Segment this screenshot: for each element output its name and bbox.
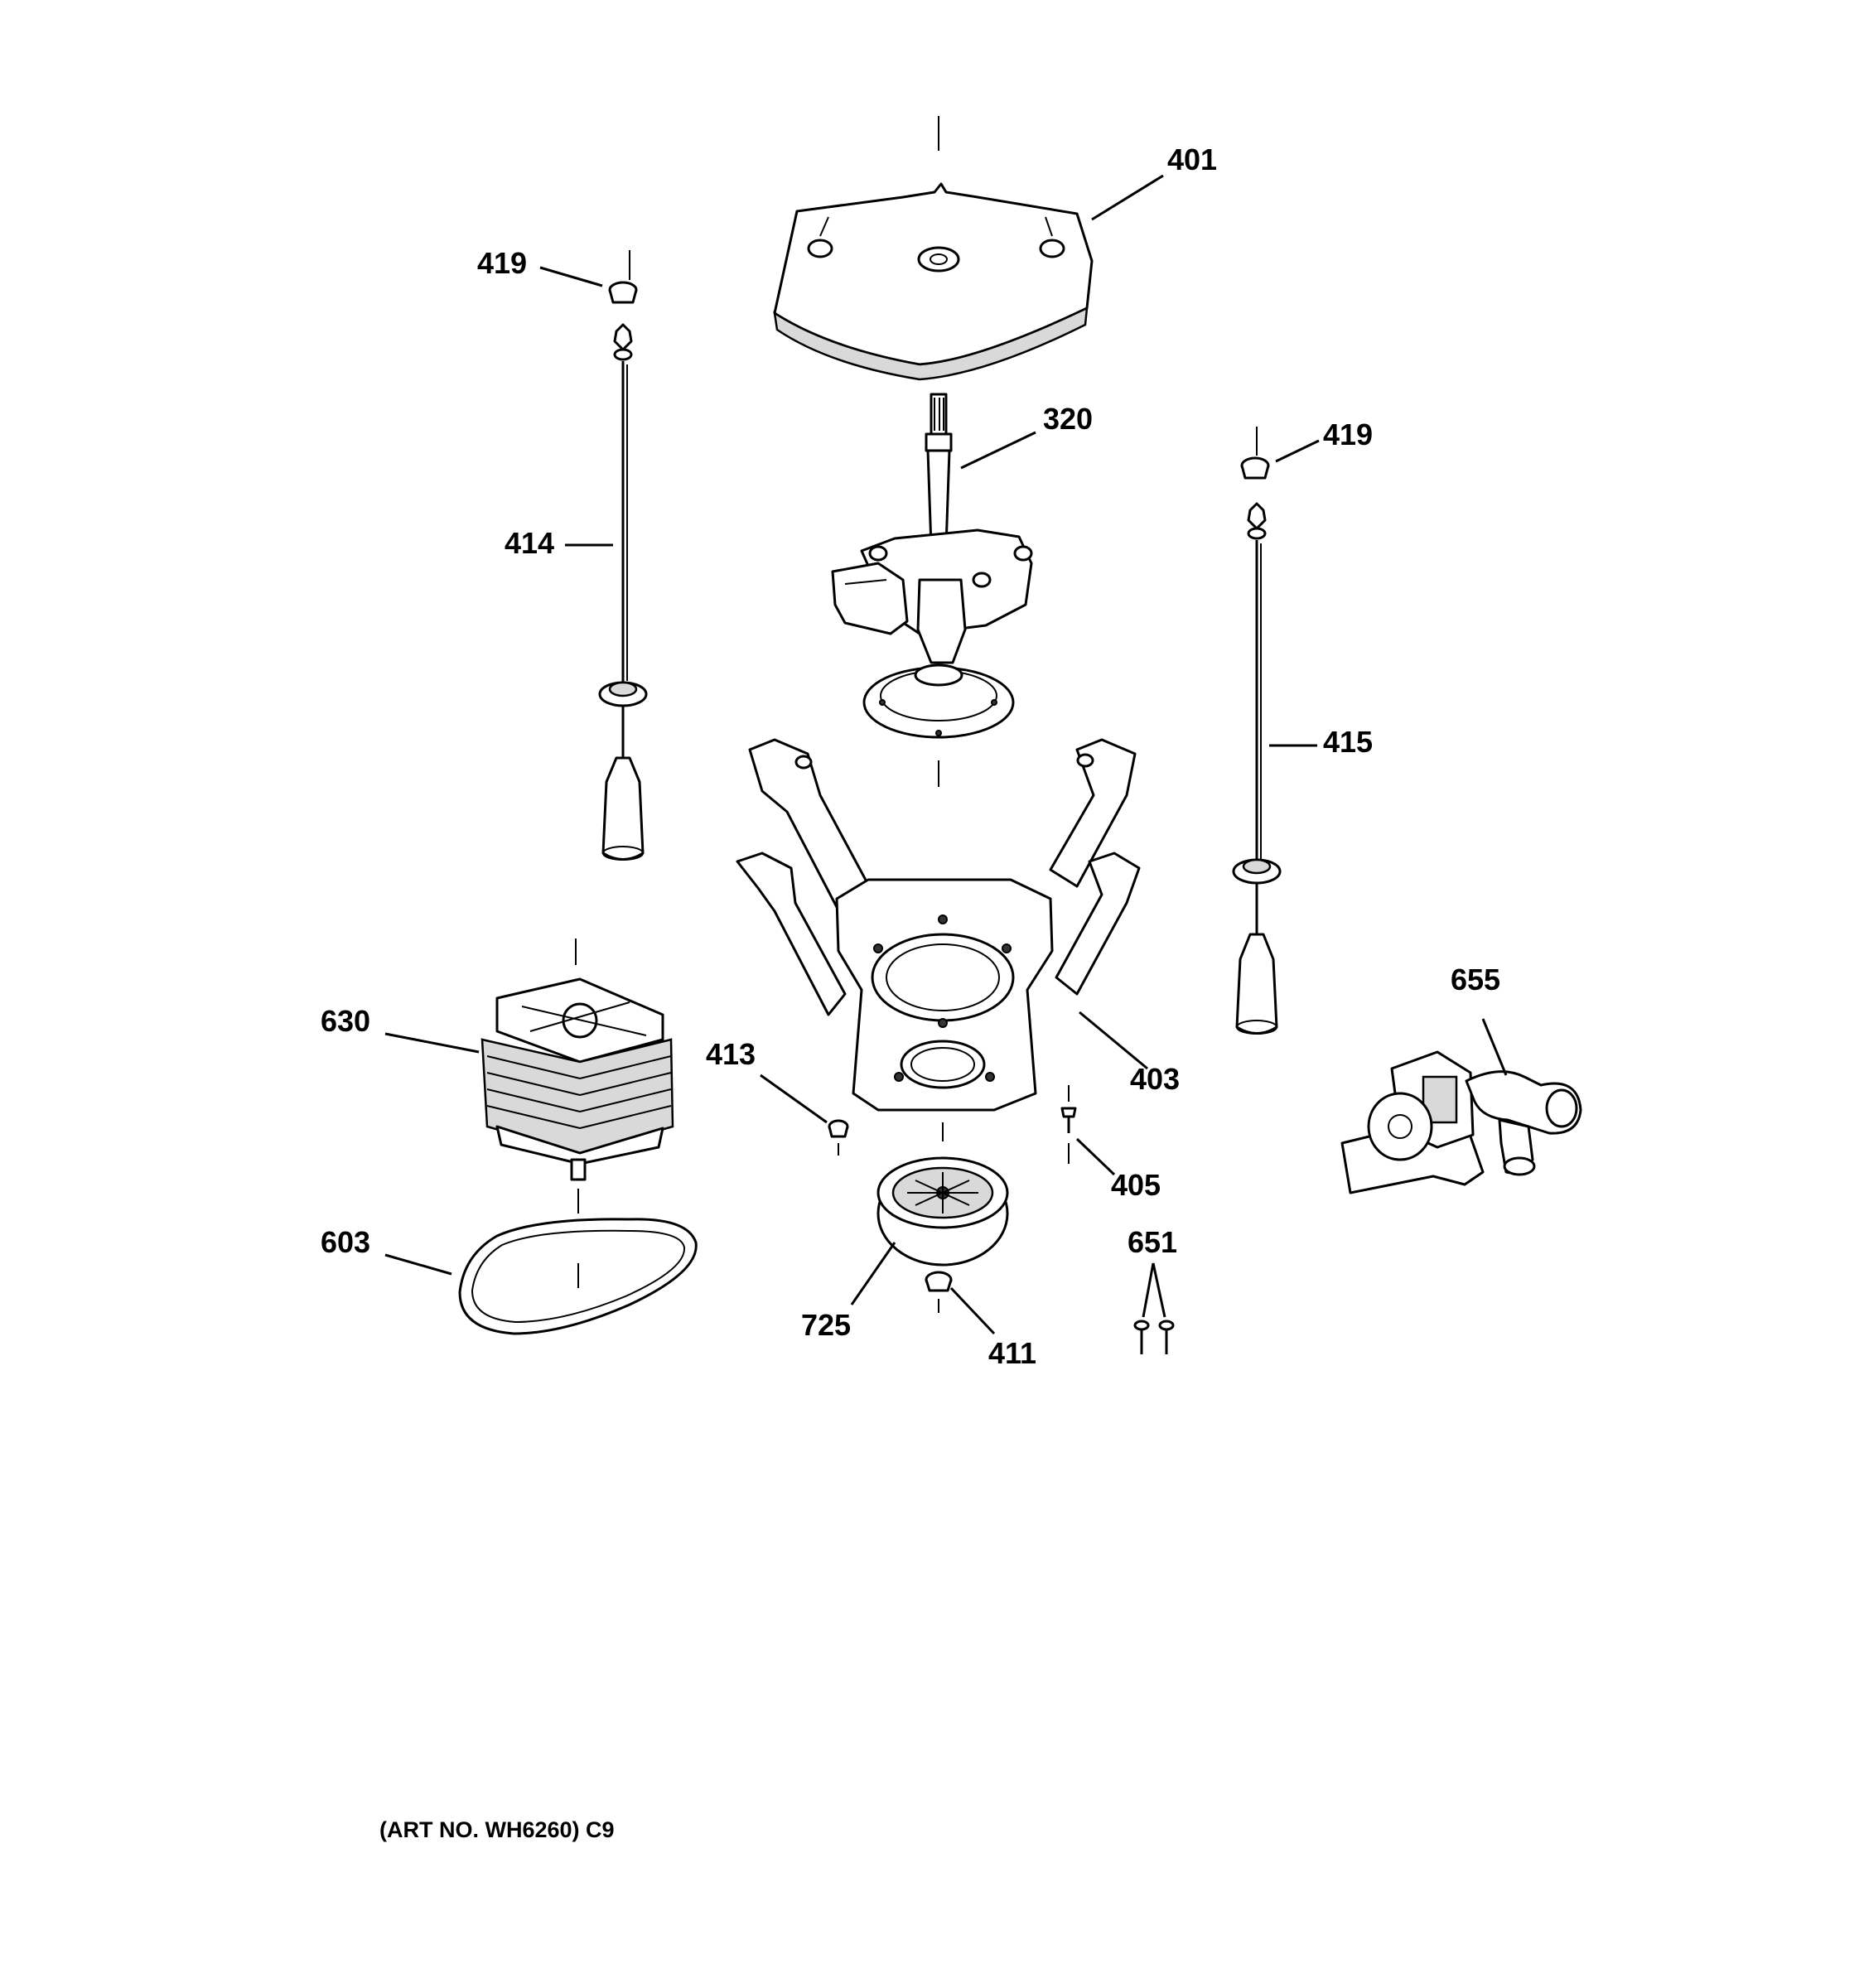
part-655-pump [1340, 1050, 1582, 1194]
leader-651-b [1152, 1262, 1166, 1318]
leader-lines [384, 174, 1508, 1335]
part-411-nut [925, 1271, 953, 1313]
part-403-mounting-bracket [736, 738, 1141, 1112]
part-413-nut [828, 1119, 849, 1156]
callout-415: 415 [1323, 725, 1373, 759]
part-419-cap-right [1240, 427, 1270, 480]
callout-651: 651 [1128, 1225, 1177, 1259]
part-415-suspension-rod [1232, 502, 1282, 1035]
leader-403 [1079, 1011, 1148, 1070]
callout-411: 411 [988, 1336, 1036, 1370]
leader-405 [1075, 1137, 1116, 1176]
part-630-motor [480, 939, 674, 1214]
callout-725: 725 [801, 1308, 851, 1342]
part-603-belt [458, 1218, 698, 1335]
callout-630: 630 [321, 1004, 370, 1038]
callout-419-left: 419 [477, 246, 527, 280]
leader-419-right [1275, 439, 1320, 463]
leader-630 [384, 1032, 480, 1054]
callout-320: 320 [1043, 402, 1093, 436]
part-401-shield [773, 116, 1094, 381]
callout-413: 413 [706, 1037, 756, 1071]
part-405-bolt [1060, 1085, 1077, 1164]
callout-401: 401 [1167, 142, 1217, 176]
leader-655 [1481, 1018, 1508, 1076]
leader-725 [850, 1242, 896, 1305]
leader-401 [1091, 174, 1164, 221]
part-419-cap-left [608, 250, 638, 304]
callout-603: 603 [321, 1225, 370, 1259]
leader-320 [960, 431, 1036, 470]
art-number-caption: (ART NO. WH6260) C9 [379, 1817, 615, 1842]
callout-655: 655 [1451, 963, 1500, 996]
part-320-transmission [831, 393, 1033, 739]
leader-413 [760, 1074, 828, 1124]
leader-651-a [1142, 1262, 1155, 1318]
callout-419-right: 419 [1323, 417, 1373, 451]
part-725-pulley [876, 1122, 1009, 1267]
leader-419-left [539, 266, 603, 287]
part-651-screws [1133, 1320, 1175, 1354]
callout-414: 414 [505, 526, 554, 560]
callout-403: 403 [1130, 1062, 1180, 1096]
part-414-suspension-rod [598, 323, 648, 861]
leader-603 [384, 1253, 452, 1276]
callout-405: 405 [1111, 1168, 1161, 1202]
leader-411 [949, 1286, 996, 1335]
